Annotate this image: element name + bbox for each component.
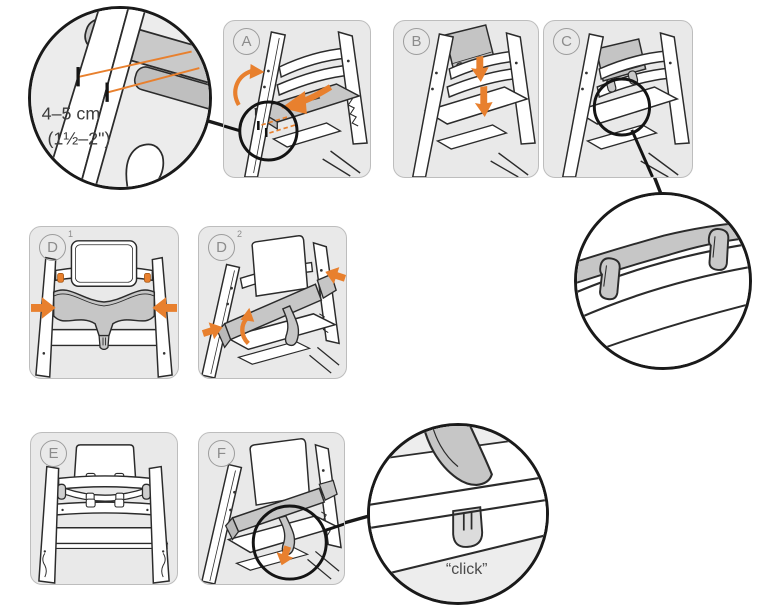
- right-arrow-icon: [201, 322, 223, 340]
- measurement-detail-art: 4–5 cm (1½–2"): [31, 9, 209, 187]
- clip: [98, 334, 110, 351]
- measurement-callout-circle: 4–5 cm (1½–2"): [28, 6, 212, 190]
- hook: [707, 228, 730, 271]
- hook: [599, 257, 621, 301]
- panel-a-label: A: [233, 28, 260, 55]
- panel-letter: F: [216, 445, 227, 462]
- right-arrow-icon: [30, 297, 56, 319]
- measurement-line-lower: [108, 67, 200, 94]
- latch-indicator: [57, 272, 64, 283]
- rotate-arrow-icon: [233, 69, 253, 107]
- down-arrow-icon: [474, 86, 493, 117]
- chair-illustration-e: [38, 444, 170, 584]
- zoom-callout-circle: [592, 77, 652, 137]
- tick-mark-lower: [105, 82, 109, 102]
- panel-b-label: B: [403, 28, 430, 55]
- panel-c-label: C: [553, 28, 580, 55]
- click-detail-art: “click”: [370, 426, 546, 602]
- click-callout-circle: “click”: [367, 423, 549, 605]
- chair-illustration-a: [224, 30, 368, 177]
- panel-f-label: F: [208, 440, 235, 467]
- front-bumper-end: [318, 479, 338, 502]
- strap-rail: [63, 487, 147, 502]
- latch-indicator: [144, 272, 151, 283]
- panel-e-label: E: [40, 440, 67, 467]
- hooks-callout-circle: [574, 192, 752, 370]
- panel-letter-sup: 2: [236, 229, 242, 239]
- hook: [141, 483, 152, 500]
- panel-b: B: [393, 20, 539, 178]
- down-arrow-icon: [470, 56, 489, 82]
- zoom-callout-circle: [251, 504, 328, 581]
- connector-click: [342, 514, 371, 525]
- bumper-hook-arm: [422, 426, 493, 487]
- panel-letter-sup: 1: [67, 229, 73, 239]
- front-bumper-part: [52, 289, 156, 338]
- connector-hooks: [652, 174, 663, 196]
- down-arrow-icon: [276, 545, 294, 566]
- chair-illustration-d1: [30, 240, 178, 378]
- panel-a: A: [223, 20, 371, 178]
- measurement-text-inches: (1½–2"): [47, 128, 110, 148]
- panel-letter: E: [48, 445, 59, 462]
- panel-f: F: [198, 432, 345, 585]
- panel-c: C: [543, 20, 693, 178]
- bumper-hook-arm: [281, 305, 300, 347]
- tick-mark-upper: [76, 67, 80, 87]
- panel-letter: A: [241, 33, 252, 50]
- chair-illustration-f: [201, 438, 344, 584]
- chair-illustration-c: [561, 31, 690, 177]
- panel-letter: D: [47, 239, 58, 256]
- panel-letter: B: [411, 33, 422, 50]
- click-text: “click”: [446, 561, 488, 578]
- left-arrow-icon: [325, 267, 346, 285]
- measurement-text: 4–5 cm: [42, 103, 101, 123]
- panel-letter: C: [561, 33, 572, 50]
- connector-measurement: [206, 119, 227, 128]
- chair-illustration-d2: [201, 234, 346, 378]
- measurement-line-upper: [79, 50, 192, 78]
- left-arrow-icon: [152, 297, 178, 319]
- hook: [56, 483, 67, 500]
- panel-letter: D: [216, 239, 227, 256]
- chair-illustration-b: [411, 24, 536, 177]
- drill-mark-lines: [261, 116, 296, 134]
- panel-e: E: [30, 432, 178, 585]
- clip: [452, 506, 484, 548]
- hooks-detail-art: [577, 195, 749, 367]
